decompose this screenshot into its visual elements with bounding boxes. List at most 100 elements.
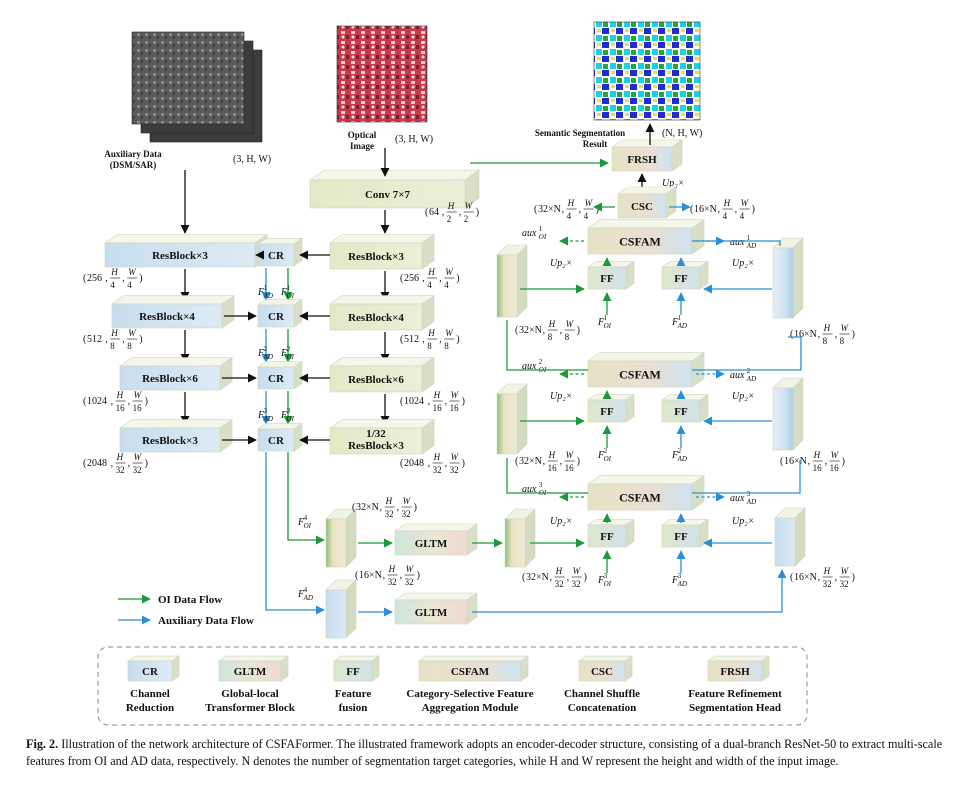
- gltm-ad-in-slab: [325, 579, 357, 639]
- cr-block-3: CR: [257, 360, 303, 390]
- stage2-right-dims-part: ,: [808, 456, 811, 467]
- oi-dims-3-part: H: [433, 390, 441, 400]
- ad-resblock-3-front: [119, 365, 221, 391]
- oi-dims-3-part: 16: [450, 403, 460, 413]
- aux-ad-label-2-sub: AD: [746, 375, 756, 383]
- ad-dims-4-part: (: [83, 458, 87, 469]
- legend-item-1-line1: Channel: [130, 688, 170, 700]
- oi-dims-1-part: H: [427, 267, 435, 277]
- gltm-ad-block: GLTM: [394, 592, 478, 625]
- stage3-left-dims-part: 32×N: [526, 572, 549, 583]
- oi-resblock-3-label: ResBlock×6: [348, 374, 404, 386]
- stage1-left-dims-part: H: [548, 319, 556, 329]
- csc-block: CSC: [617, 186, 677, 219]
- result-dims: (N, H, W): [662, 128, 702, 139]
- gltm-in-dims-bottom-part: 32: [405, 577, 414, 587]
- ff-fad-label-3-sub: AD: [677, 580, 687, 588]
- legend-item-3-line2: fusion: [339, 702, 368, 714]
- stage1-right-dims: (16×N,H8,W8): [790, 323, 855, 346]
- oi-dims-3-part: 1024: [404, 396, 424, 407]
- ad-dims-1-part: 4: [127, 280, 132, 290]
- oi-dims-2-part: ): [456, 334, 459, 345]
- ff-foi-label-3-sub: OI: [604, 580, 612, 588]
- ff-ad-block-3-label: FF: [674, 531, 688, 543]
- stage1-oi-slab-front: [496, 254, 518, 318]
- oi-dims-1-part: (: [400, 273, 404, 284]
- gltm-oi-in-slab-front: [325, 518, 347, 568]
- legend-item-2-top: [218, 655, 289, 662]
- csfam-block-2-top: [587, 352, 705, 362]
- stage1-left-dims-part: 32×N: [519, 325, 542, 336]
- stage2-ad-slab: [772, 377, 804, 451]
- csc-right-dims-part: W: [741, 198, 750, 208]
- csc-left-dims-part: W: [585, 198, 594, 208]
- oi-dims-1-part: 256: [404, 273, 419, 284]
- legend-item-3-line1: Feature: [335, 688, 372, 700]
- gltm-in-dims-top-part: ): [414, 502, 417, 513]
- ad-dims-2-part: ,: [122, 334, 125, 345]
- legend-item-5-front: [578, 660, 626, 682]
- conv-dims-part: W: [465, 201, 474, 211]
- frsh-block-front: [611, 146, 673, 172]
- ad-resblock-4: ResBlock×3: [119, 419, 233, 453]
- csc-left-dims-part: 4: [584, 211, 589, 221]
- gltm-oi-block-front: [394, 530, 468, 556]
- stage2-left-dims-part: 32×N: [519, 456, 542, 467]
- oi-dims-1-part: ,: [422, 273, 425, 284]
- ff-ad-block-2-label: FF: [674, 406, 688, 418]
- optical-label: Optical: [348, 130, 377, 140]
- gltm-ad-to-slab: [472, 569, 787, 613]
- legend-item-4-label: CSFAM: [451, 666, 490, 678]
- legend-item-6-line1: Feature Refinement: [688, 688, 782, 700]
- ad-dims-1-part: 4: [110, 280, 115, 290]
- ad-dims-2-part: W: [128, 328, 137, 338]
- cr-block-4-label: CR: [268, 435, 285, 447]
- csfam-block-3: CSFAM: [587, 475, 705, 511]
- ff-foi-label-1-sup: 1: [604, 314, 608, 322]
- ff-foi-label-3-base: F: [597, 575, 605, 586]
- oi-dims-2-part: ,: [422, 334, 425, 345]
- cr-label-foi-1-sup: 1: [287, 284, 291, 292]
- ff-oi-block-2-label: FF: [600, 406, 614, 418]
- legend-item-3-label: FF: [346, 666, 360, 678]
- stage1-left-dims-part: 8: [565, 332, 570, 342]
- gltm-in-dims-top-part: H: [385, 496, 393, 506]
- aux-label: Auxiliary Data: [104, 149, 162, 159]
- csc-right-dims: (16×N,H4,W4): [690, 198, 755, 221]
- legend-item-2-line2: Transformer Block: [205, 702, 296, 714]
- ff-ad-block-1-label: FF: [674, 273, 688, 285]
- ff-ad-block-1-front: [661, 266, 701, 290]
- ad-dims-3-part: ,: [128, 396, 131, 407]
- oi-dims-2-part: 8: [427, 341, 432, 351]
- ad-resblock-1-front: [104, 242, 256, 268]
- legend-item-4-line2: Aggregation Module: [422, 702, 519, 714]
- ff-oi-block-1: FF: [587, 260, 635, 290]
- ad-dims-1-part: 256: [87, 273, 102, 284]
- csfam-block-2: CSFAM: [587, 352, 705, 388]
- legend-item-6-label: FRSH: [720, 666, 750, 678]
- aux-oi-label-1-sup: 1: [539, 225, 543, 233]
- csfam-block-1-top: [587, 219, 705, 229]
- stage2-right-dims-part: 16: [813, 463, 823, 473]
- architecture-diagram: Auxiliary Data(DSM/SAR)(3, H, W)OpticalI…: [83, 21, 855, 726]
- oi-resblock-4-front: [329, 427, 423, 455]
- conv-dims-part: (: [425, 207, 429, 218]
- cr-label-foi-2-sup: 2: [287, 345, 291, 353]
- f4-ad-label-base: F: [297, 589, 305, 600]
- csfam-block-3-label: CSFAM: [619, 490, 661, 504]
- conv-dims-part: 2: [447, 214, 452, 224]
- cr-label-fad-1-sub: AD: [263, 292, 273, 300]
- f4-ad-label-sub: AD: [303, 594, 313, 602]
- oi-dims-1-part: ): [456, 273, 459, 284]
- stage2-right-dims-part: H: [813, 450, 821, 460]
- oi-dims-4-part: W: [451, 452, 460, 462]
- ff-foi-label-2-sub: OI: [604, 455, 612, 463]
- conv-dims-part: ,: [442, 207, 445, 218]
- legend-item-5-line1: Channel Shuffle: [564, 688, 640, 700]
- legend-item-3-top: [333, 655, 380, 662]
